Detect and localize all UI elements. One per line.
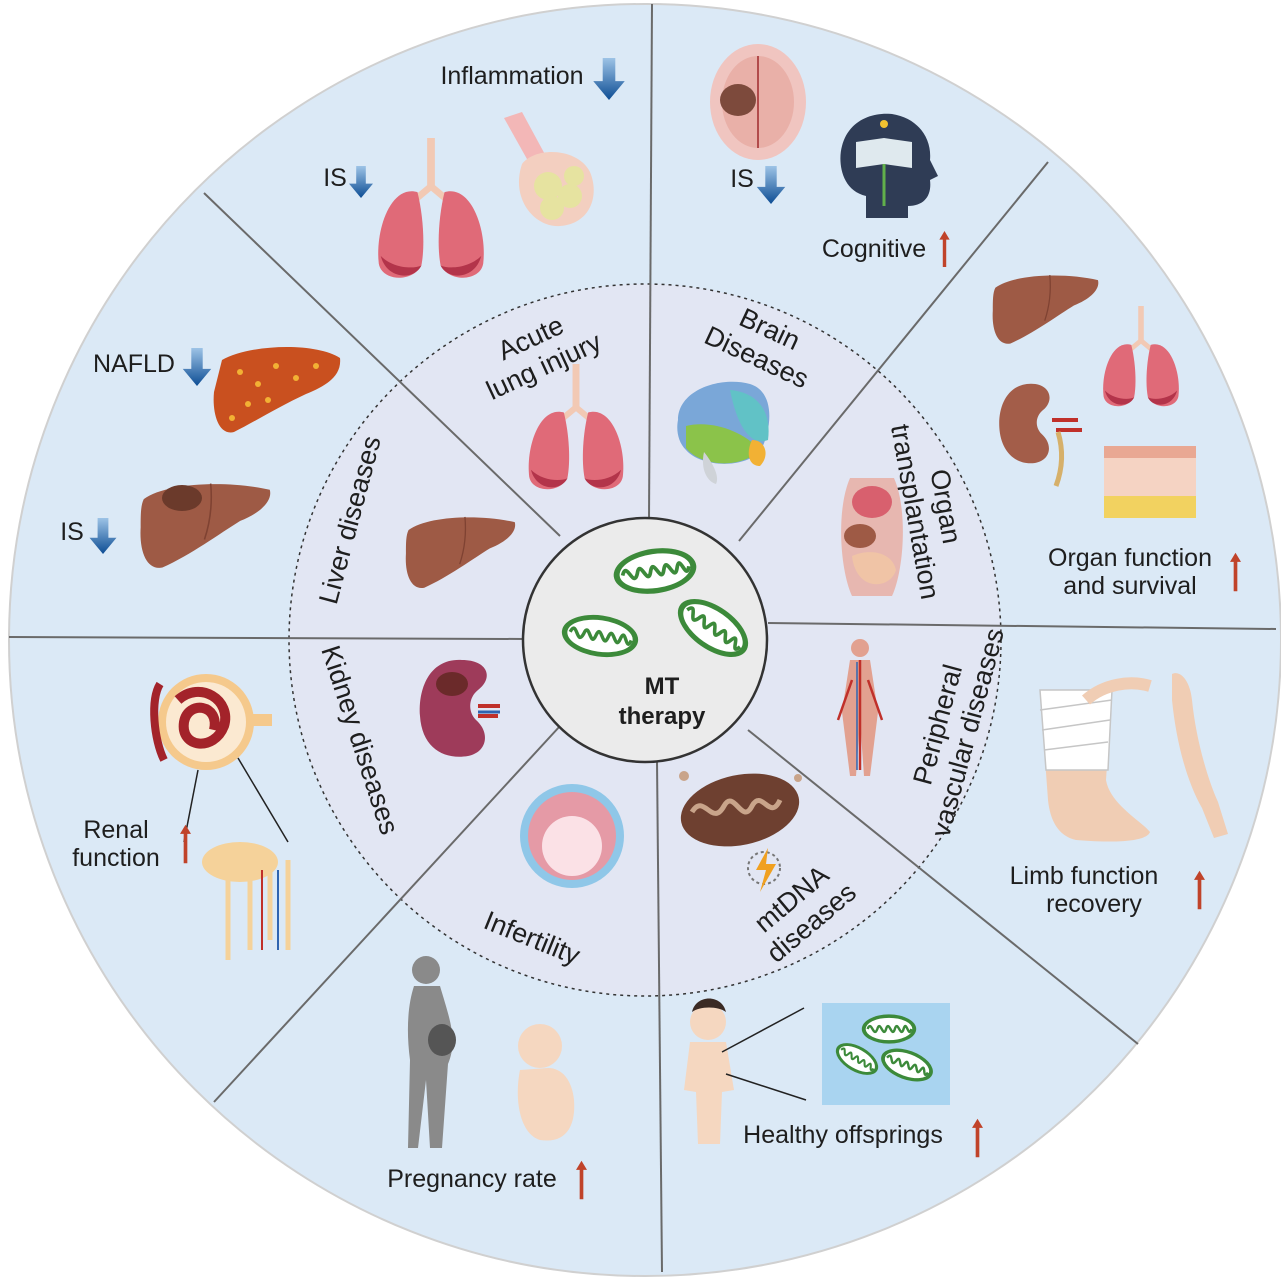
limb-function-label-1: Limb function (1010, 862, 1159, 890)
liver-lesion (162, 485, 202, 511)
organ-function-label-1: Organ function (1048, 544, 1212, 572)
brain-section-icon (710, 44, 806, 160)
limb-function-label-2: recovery (1046, 890, 1142, 918)
center-title-line2: therapy (619, 703, 706, 730)
pregnancy-rate-label: Pregnancy rate (387, 1165, 557, 1193)
lung-is-label: IS (323, 164, 347, 192)
cognitive-label: Cognitive (822, 235, 926, 263)
renal-function-label-1: Renal (83, 816, 148, 844)
brain-is-label: IS (730, 165, 754, 193)
mitochondrion-icon (862, 1014, 916, 1043)
skin-layers-icon (1104, 446, 1196, 518)
healthy-offsprings-label: Healthy offsprings (743, 1121, 943, 1149)
center-title-line1: MT (645, 673, 680, 700)
renal-function-label-2: function (72, 844, 160, 872)
nafld-label: NAFLD (93, 350, 175, 378)
liver-is-label: IS (60, 518, 84, 546)
embryo-icon (520, 784, 624, 888)
inflammation-label: Inflammation (440, 62, 583, 90)
organs-torso-icon (841, 478, 903, 596)
organ-function-label-2: and survival (1063, 572, 1196, 600)
